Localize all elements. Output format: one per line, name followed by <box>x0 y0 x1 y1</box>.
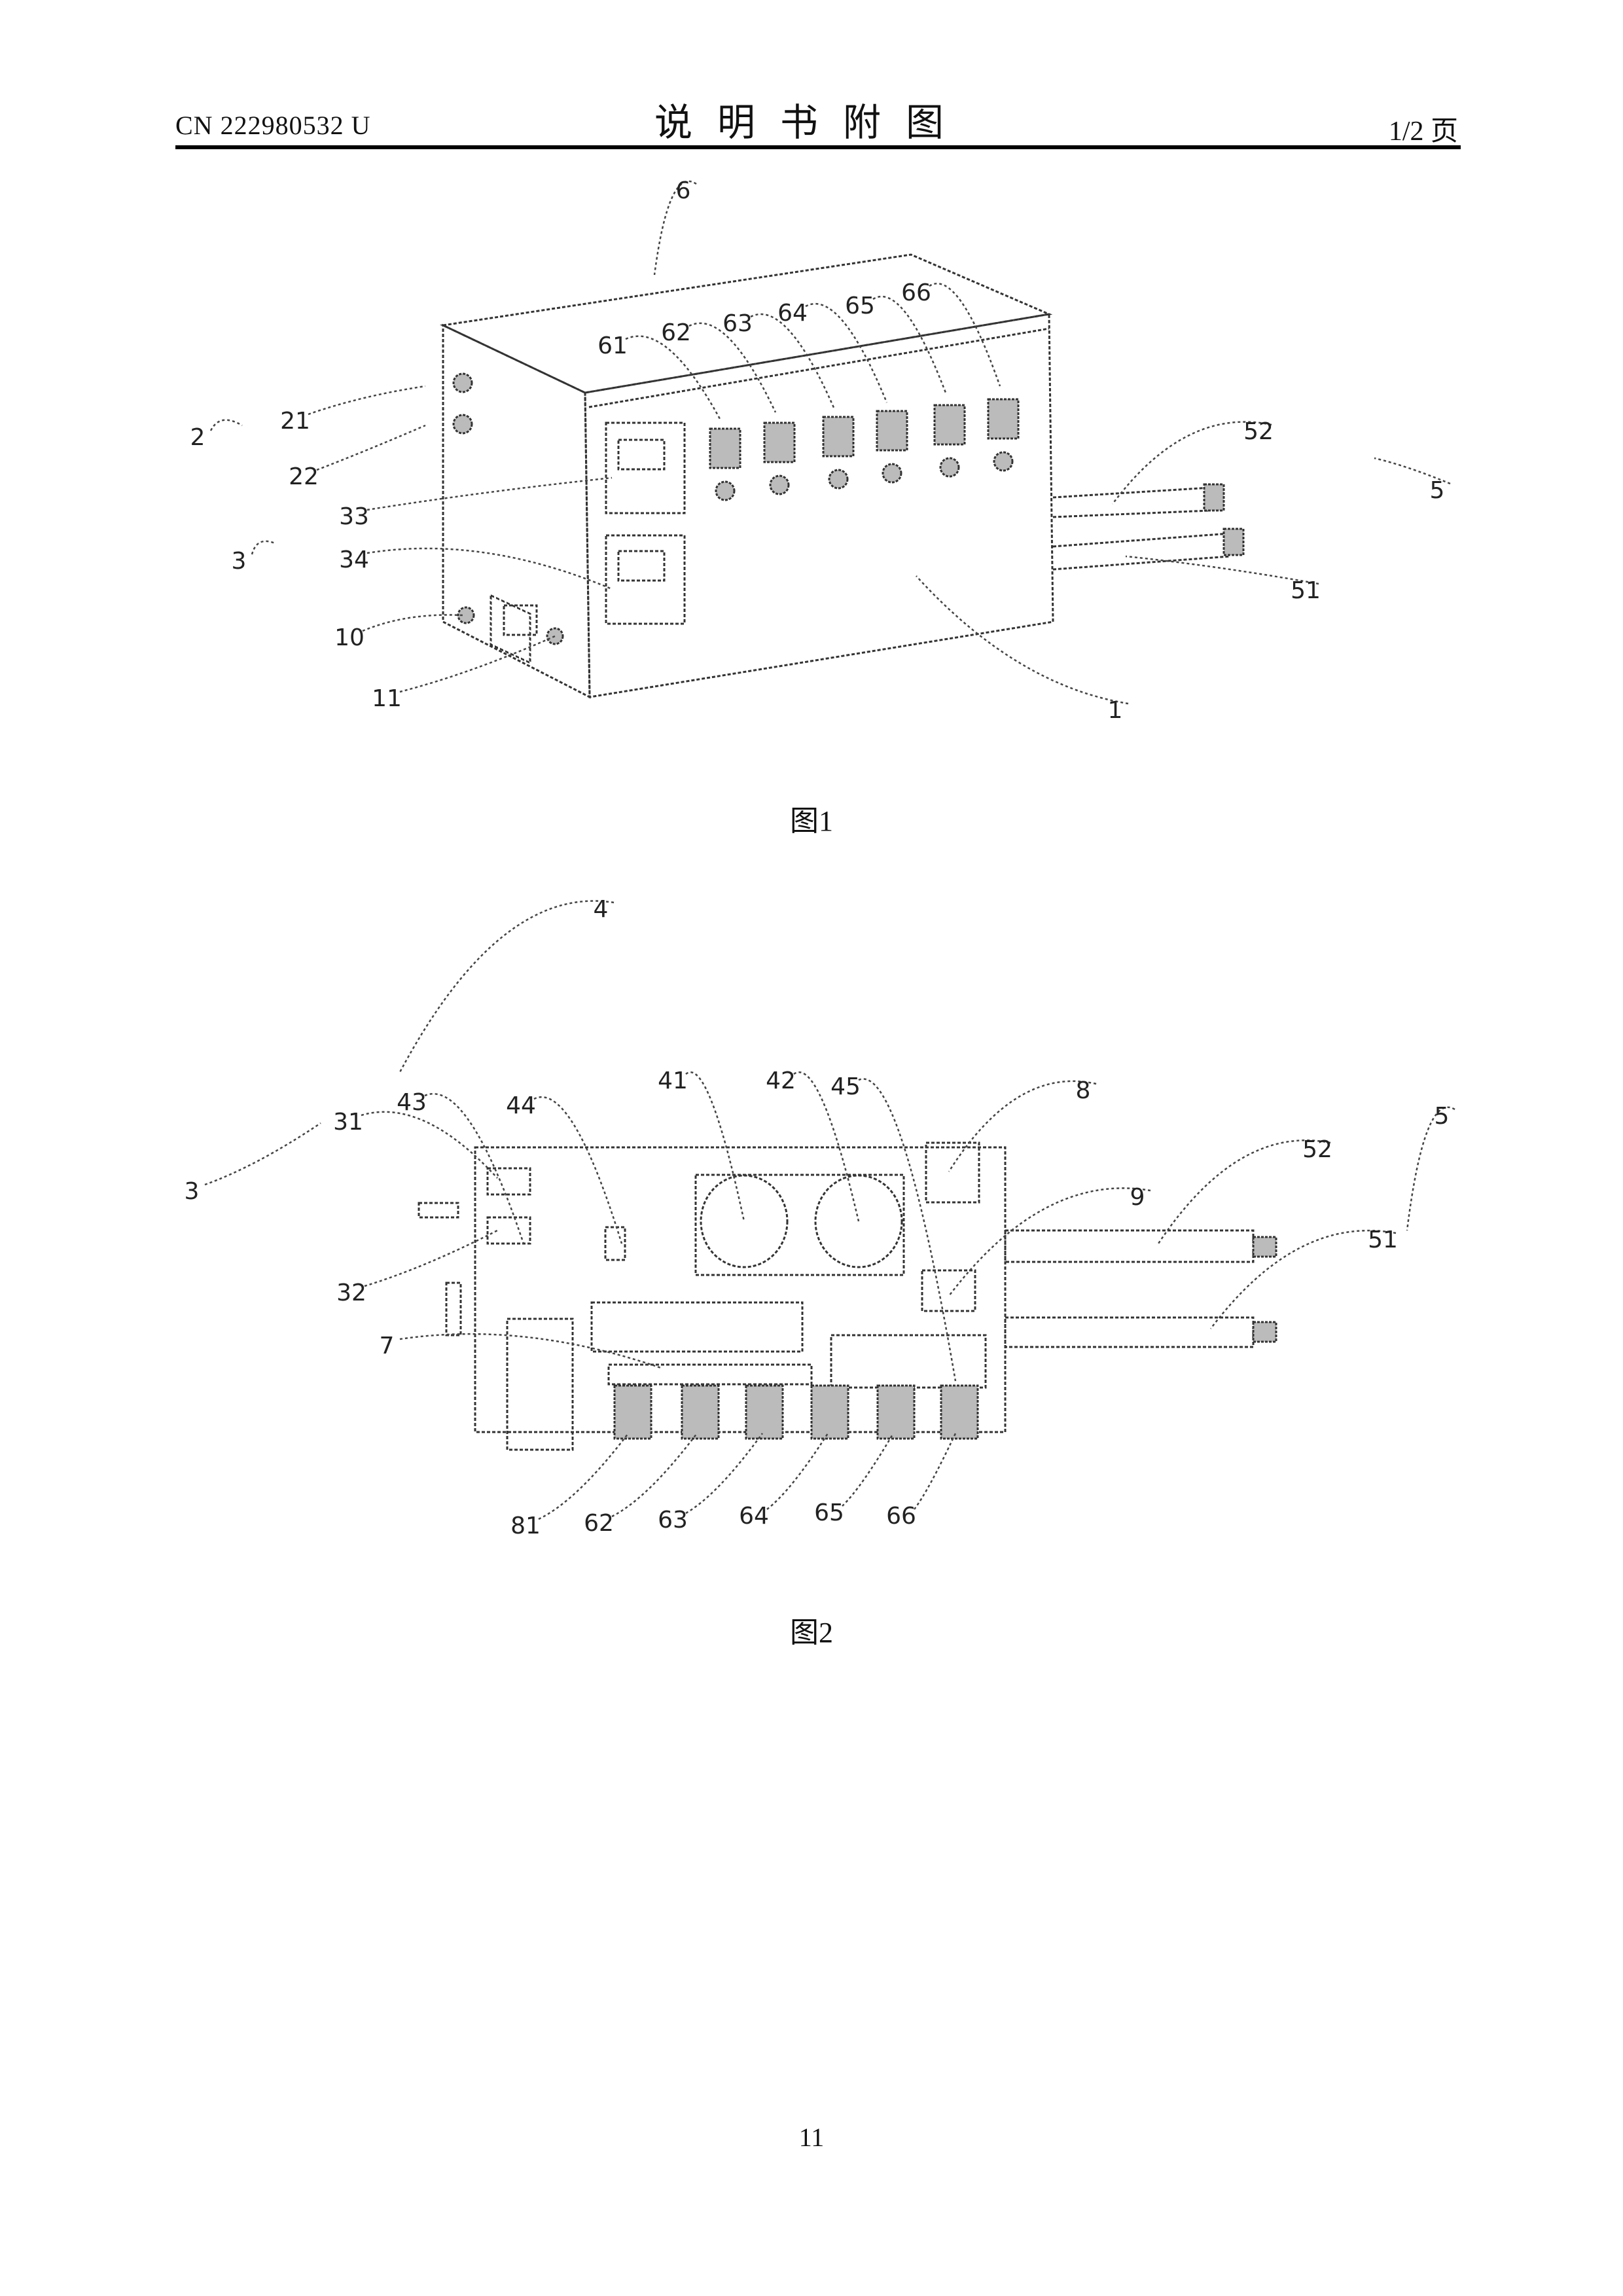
leader-line <box>252 541 275 554</box>
meter-66 <box>988 399 1018 439</box>
reference-numeral: 2 <box>190 424 205 451</box>
leader-line <box>365 1230 497 1286</box>
connector <box>746 1386 783 1439</box>
reference-numeral: 63 <box>722 310 753 337</box>
reference-numeral: 44 <box>506 1092 536 1119</box>
device-front-face <box>585 314 1053 697</box>
reference-numeral: 5 <box>1430 477 1445 504</box>
leader-line <box>949 1188 1150 1296</box>
reference-numeral: 64 <box>777 300 808 327</box>
leader-line <box>367 548 612 589</box>
figure-1-caption: 图1 <box>0 797 1623 839</box>
reference-numeral: 52 <box>1302 1136 1332 1163</box>
reference-numeral: 3 <box>185 1178 200 1205</box>
reference-numeral: 7 <box>380 1333 395 1359</box>
leader-line <box>873 296 946 393</box>
reference-numeral: 1 <box>1108 697 1123 724</box>
reference-numeral: 62 <box>661 319 691 346</box>
leader-line <box>929 283 1000 386</box>
fan-41 <box>701 1175 787 1267</box>
leader-line <box>914 1433 955 1509</box>
knob-icon <box>829 470 847 488</box>
enclosure-outline <box>475 1147 1005 1432</box>
reference-numeral: 3 <box>232 548 247 575</box>
leader-line <box>842 1433 893 1506</box>
knob-icon <box>883 464 901 482</box>
leader-line <box>949 1081 1096 1172</box>
leader-line <box>205 1123 321 1185</box>
figure-2-caption: 图2 <box>0 1609 1623 1651</box>
leader-line <box>367 478 612 510</box>
meter-61 <box>710 429 740 468</box>
leader-line <box>534 1097 622 1244</box>
reference-numeral: 10 <box>334 624 365 651</box>
reference-numeral: 6 <box>676 177 691 204</box>
connector <box>682 1386 719 1439</box>
reference-numeral: 43 <box>397 1089 427 1116</box>
reference-numeral: 62 <box>584 1510 614 1537</box>
reference-numeral: 9 <box>1130 1184 1145 1211</box>
connector <box>615 1386 651 1439</box>
leader-line <box>686 1433 762 1513</box>
leader-line <box>317 425 425 470</box>
reference-numeral: 51 <box>1291 577 1321 604</box>
reference-numeral: 41 <box>658 1067 688 1094</box>
leader-line <box>767 1433 828 1509</box>
leader-line <box>916 576 1128 704</box>
reference-numeral: 32 <box>336 1280 366 1306</box>
reference-numeral: 51 <box>1368 1227 1398 1253</box>
reference-numeral: 66 <box>886 1503 916 1530</box>
meter-64 <box>877 411 907 450</box>
reference-numeral: 11 <box>372 685 402 712</box>
page-number: 11 <box>0 2122 1623 2153</box>
knob-icon <box>940 458 959 476</box>
reference-numeral: 64 <box>739 1503 769 1530</box>
reference-numeral: 22 <box>289 463 319 490</box>
reference-numeral: 65 <box>845 293 875 319</box>
leader-line <box>399 901 614 1073</box>
reference-numeral: 81 <box>510 1513 541 1539</box>
reference-numeral: 31 <box>333 1109 363 1136</box>
reference-numeral: 61 <box>597 332 628 359</box>
reference-numeral: 63 <box>658 1507 688 1534</box>
reference-numeral: 66 <box>901 279 931 306</box>
meter-65 <box>935 405 965 444</box>
leader-line <box>1126 556 1319 584</box>
reference-numeral: 21 <box>280 408 310 435</box>
connector <box>812 1386 848 1439</box>
connector <box>878 1386 914 1439</box>
meter-63 <box>823 417 853 456</box>
leader-line <box>308 386 425 414</box>
reference-numeral: 42 <box>766 1067 796 1094</box>
knob-icon <box>994 452 1012 471</box>
leader-line <box>539 1433 628 1519</box>
leader-line <box>686 1072 744 1221</box>
reference-numeral: 65 <box>814 1499 844 1526</box>
reference-numeral: 45 <box>830 1073 861 1100</box>
connector <box>941 1386 978 1439</box>
knob-icon <box>770 476 789 494</box>
reference-numeral: 33 <box>339 503 369 530</box>
reference-numeral: 5 <box>1435 1103 1450 1130</box>
leader-line <box>361 1112 497 1178</box>
reference-numeral: 8 <box>1076 1077 1091 1104</box>
leader-line <box>363 615 463 632</box>
leader-line <box>626 336 720 419</box>
reference-numeral: 34 <box>339 547 369 573</box>
figure-2-drawing <box>419 1143 1276 1450</box>
reference-numeral: 52 <box>1243 418 1274 445</box>
reference-numeral: 4 <box>594 896 609 923</box>
leader-line <box>400 636 555 692</box>
leader-line <box>211 420 242 431</box>
knob-icon <box>716 482 734 500</box>
leader-line <box>612 1433 697 1516</box>
meter-62 <box>764 423 794 462</box>
